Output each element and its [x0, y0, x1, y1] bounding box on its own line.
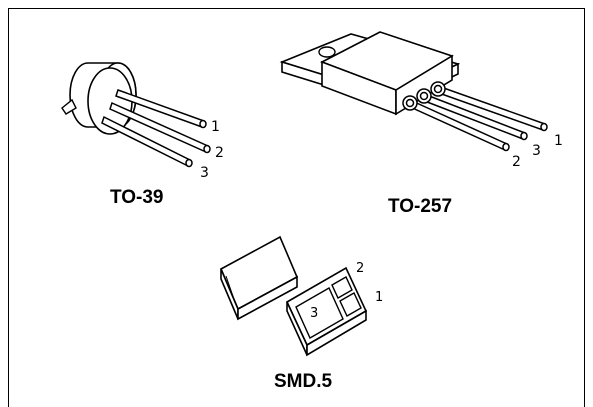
smd5-pad-1: 1: [375, 290, 383, 305]
to257-pin-1: 1: [554, 133, 563, 149]
smd5-pad-2: 2: [356, 261, 364, 276]
to257-label: TO-257: [388, 196, 452, 217]
to257-pin-2: 2: [512, 154, 521, 170]
to39-pin-2: 2: [215, 145, 224, 161]
to39-pin-3: 3: [200, 165, 209, 181]
smd5-pad-3: 3: [310, 306, 318, 321]
to257-pin-3: 3: [532, 143, 541, 159]
smd5-package: 3 2 1 SMD.5: [219, 235, 383, 392]
smd5-label: SMD.5: [274, 371, 333, 392]
figure-frame: [8, 8, 585, 407]
to39-label: TO-39: [110, 187, 164, 208]
to257-package: 1 2 3 TO-257: [279, 31, 563, 217]
to39-package: 1 2 3 TO-39: [61, 62, 224, 208]
to39-pin-1: 1: [211, 119, 220, 135]
